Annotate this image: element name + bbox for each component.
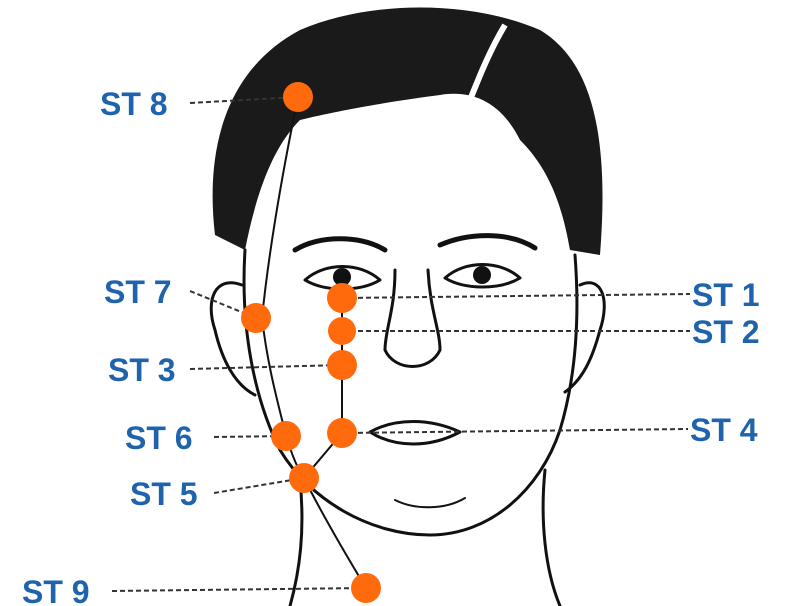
chin — [395, 498, 465, 507]
point-st2[interactable] — [328, 317, 356, 345]
point-st3[interactable] — [327, 350, 357, 380]
label-st3: ST 3 — [108, 352, 176, 388]
label-st9: ST 9 — [22, 574, 90, 606]
leader-lines — [112, 97, 690, 591]
point-st6[interactable] — [271, 421, 301, 451]
nose — [385, 270, 440, 367]
point-st8[interactable] — [283, 82, 313, 112]
left-brow — [295, 239, 385, 250]
leader-st3 — [190, 365, 342, 369]
point-st1[interactable] — [327, 283, 357, 313]
leader-st4 — [342, 429, 688, 433]
face-outline — [244, 250, 577, 535]
point-st4[interactable] — [327, 418, 357, 448]
label-st5: ST 5 — [130, 476, 198, 512]
label-st2: ST 2 — [692, 314, 760, 350]
right-pupil — [473, 266, 491, 284]
neck — [290, 470, 560, 606]
hair — [213, 8, 603, 256]
label-st4: ST 4 — [690, 412, 758, 448]
label-st6: ST 6 — [125, 420, 193, 456]
label-st7: ST 7 — [104, 274, 172, 310]
label-st8: ST 8 — [100, 86, 168, 122]
point-st9[interactable] — [351, 573, 381, 603]
right-brow — [440, 236, 535, 248]
label-st1: ST 1 — [692, 277, 760, 313]
leader-st9 — [112, 588, 366, 591]
point-labels: ST 8 ST 7 ST 3 ST 6 ST 5 ST 9 ST 1 ST 2 … — [22, 86, 760, 606]
point-st7[interactable] — [241, 303, 271, 333]
point-st5[interactable] — [289, 463, 319, 493]
